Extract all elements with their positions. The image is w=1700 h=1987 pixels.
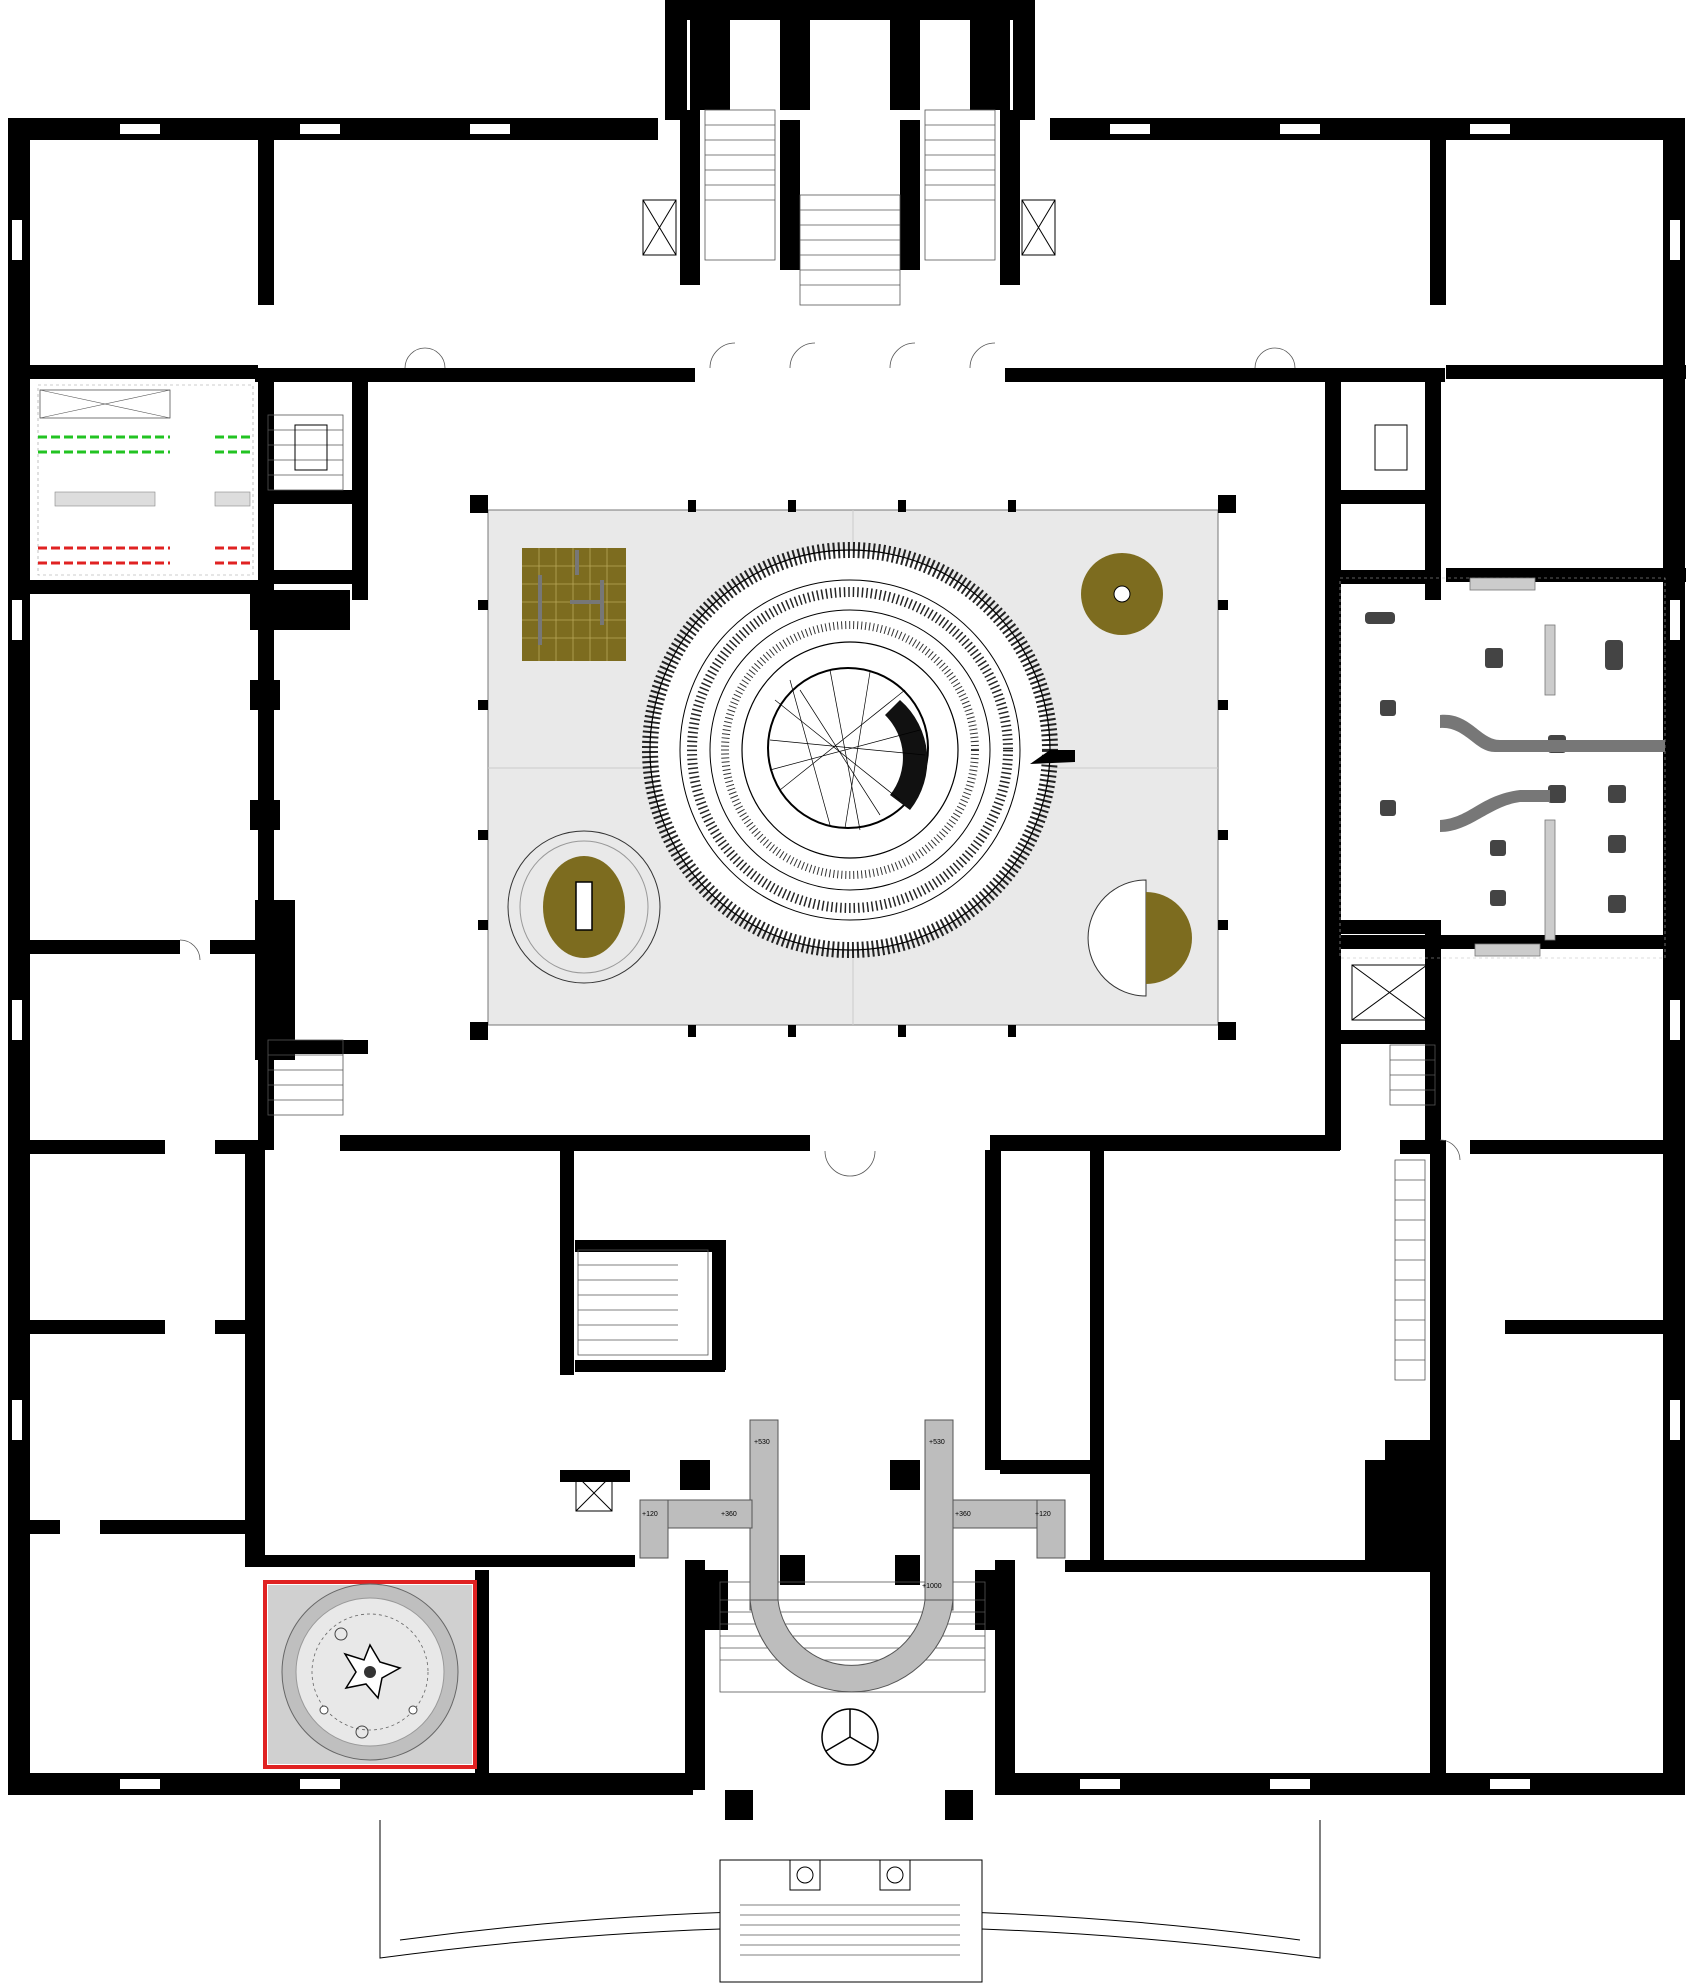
olive-disc-icon (1081, 553, 1163, 635)
perimeter-walls (8, 118, 1685, 1795)
room-partitions (8, 140, 1686, 1790)
lift-shafts (294, 424, 1428, 1512)
west-marker-room (37, 384, 254, 576)
ramp-level-right-mid: +360 (955, 1511, 971, 1518)
ramp-level-arc-bottom: +1000 (922, 1583, 942, 1590)
ramp-level-left-top: +530 (754, 1439, 770, 1446)
ramp-level-left-outer: +120 (642, 1511, 658, 1518)
oval-platform-icon (507, 830, 661, 984)
south-forecourt (379, 1790, 1321, 1983)
circular-pavilion-icon (263, 1580, 477, 1769)
ramp-level-right-top: +530 (929, 1439, 945, 1446)
square-grid-platform-icon (522, 548, 626, 661)
ramp-level-labels: +530 +360 +120 +530 +360 +120 +1000 (642, 1439, 1051, 1590)
ramp-level-left-mid: +360 (721, 1511, 737, 1518)
half-disc-icon (1087, 879, 1192, 997)
ramp-structure (639, 1419, 1066, 1693)
service-stairs (267, 414, 1436, 1381)
ramp-level-right-outer: +120 (1035, 1511, 1051, 1518)
spiral-vortex-sculpture-icon (642, 542, 1075, 958)
revolving-door-icon (821, 1708, 879, 1766)
north-stair-hall (642, 0, 1056, 306)
east-gallery-exhibits (1339, 577, 1666, 959)
door-swings (179, 342, 1461, 1177)
